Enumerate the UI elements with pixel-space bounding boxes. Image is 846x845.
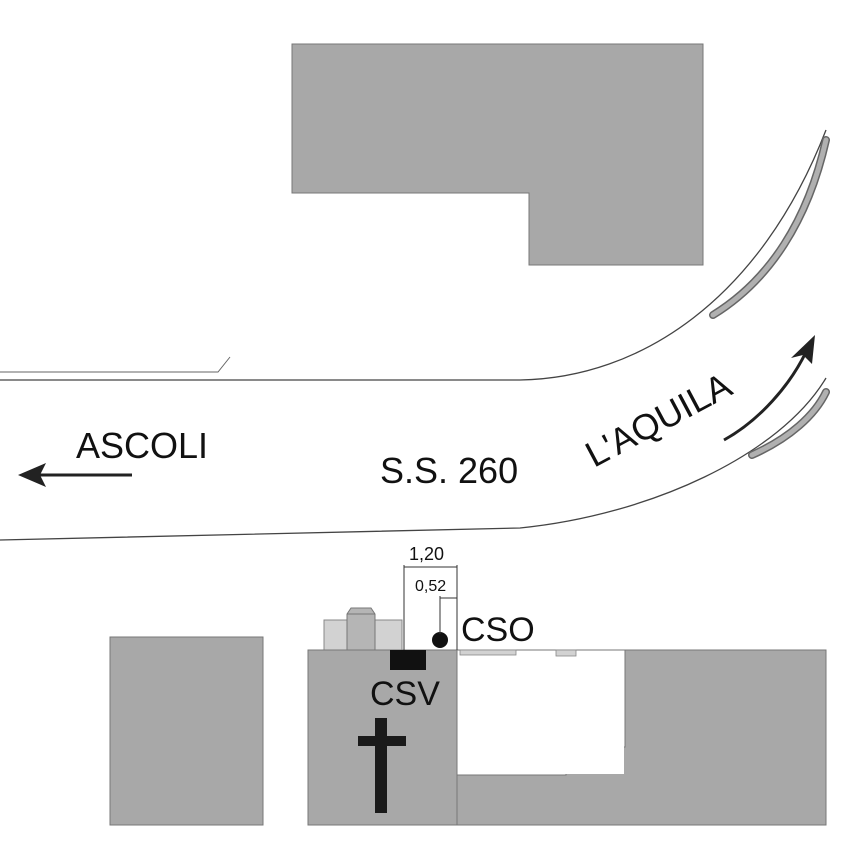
courtyard xyxy=(458,651,624,774)
building-south-east xyxy=(456,649,827,826)
label-dimension-total: 1,20 xyxy=(409,544,444,564)
building-north xyxy=(291,43,704,266)
arrow-left-head xyxy=(18,463,46,487)
road-edge-north-secondary xyxy=(0,356,231,373)
road-edge-south xyxy=(0,377,827,541)
dimension-offset xyxy=(439,596,458,634)
frontage-ledge-small xyxy=(555,649,577,657)
label-road-name: S.S. 260 xyxy=(380,450,518,491)
curb-north-east xyxy=(709,136,830,319)
label-ascoli: ASCOLI xyxy=(76,425,208,466)
label-cso: CSO xyxy=(461,611,535,649)
cross-icon xyxy=(358,718,406,813)
frontage-ledge xyxy=(459,649,517,656)
label-dimension-offset: 0,52 xyxy=(415,578,446,595)
label-csv: CSV xyxy=(370,675,440,713)
csv-marker xyxy=(390,650,426,670)
arrow-curved-up-right-icon xyxy=(723,351,808,442)
road-edge-north xyxy=(0,129,827,381)
cso-marker xyxy=(432,632,448,648)
label-laquila: L'AQUILA xyxy=(579,364,739,475)
curb-north-east-inner xyxy=(710,137,829,318)
curb-south-east-inner xyxy=(749,389,829,458)
building-south-west xyxy=(109,636,264,826)
arrow-curved-head xyxy=(791,335,815,364)
curb-south-east xyxy=(748,388,830,459)
